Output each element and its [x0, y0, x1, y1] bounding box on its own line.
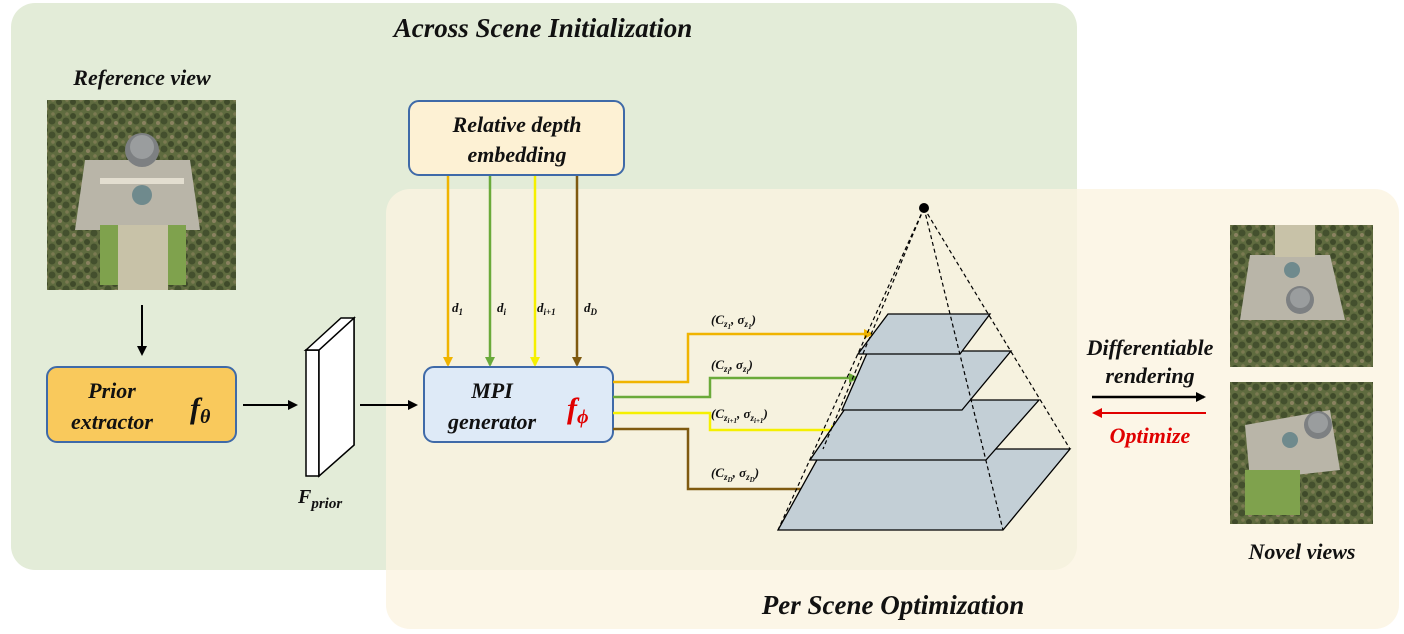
depth-embedding-box [408, 100, 625, 176]
per-scene-title: Per Scene Optimization [761, 590, 1025, 620]
reference-view-label: Reference view [72, 65, 211, 90]
novel-view-image-1 [1230, 225, 1373, 367]
prior-extractor-line2: extractor [71, 409, 153, 434]
depth-token-dD: dD [584, 300, 598, 317]
novel-views-label: Novel views [1248, 539, 1356, 564]
depth-token-di1: di+1 [537, 300, 556, 317]
feature-map-block [303, 316, 356, 478]
rendering-label-1: Differentiable [1086, 335, 1214, 360]
mpi-generator-box [423, 366, 614, 443]
mpi-generator-line1: MPI [470, 378, 514, 403]
rendering-label-2: rendering [1105, 363, 1194, 388]
mpi-planes-frustum [776, 203, 1072, 531]
reference-view-image [47, 100, 236, 290]
prior-extractor-box [46, 366, 237, 443]
output-connector-2 [613, 373, 859, 399]
mpi-generator-line2: generator [447, 409, 536, 434]
f-phi-symbol: fϕ [567, 392, 589, 428]
depth-embedding-line2: embedding [468, 142, 567, 167]
prior-extractor-line1: Prior [87, 378, 136, 403]
output-connector-4 [613, 427, 813, 494]
output-connector-3 [613, 411, 841, 435]
depth-token-d1: d1 [452, 300, 463, 317]
plane-tuple-2: (Czi, σzi) [711, 357, 753, 376]
depth-token-di: di [497, 300, 507, 317]
depth-embedding-line1: Relative depth [452, 112, 582, 137]
novel-view-image-2 [1230, 382, 1373, 524]
optimize-label: Optimize [1110, 423, 1191, 448]
f-prior-label: Fprior [297, 486, 342, 512]
across-scene-title: Across Scene Initialization [392, 13, 693, 43]
f-theta-symbol: fθ [190, 392, 211, 428]
output-connector-1 [613, 329, 874, 384]
mpi-plane-2 [841, 350, 1013, 411]
